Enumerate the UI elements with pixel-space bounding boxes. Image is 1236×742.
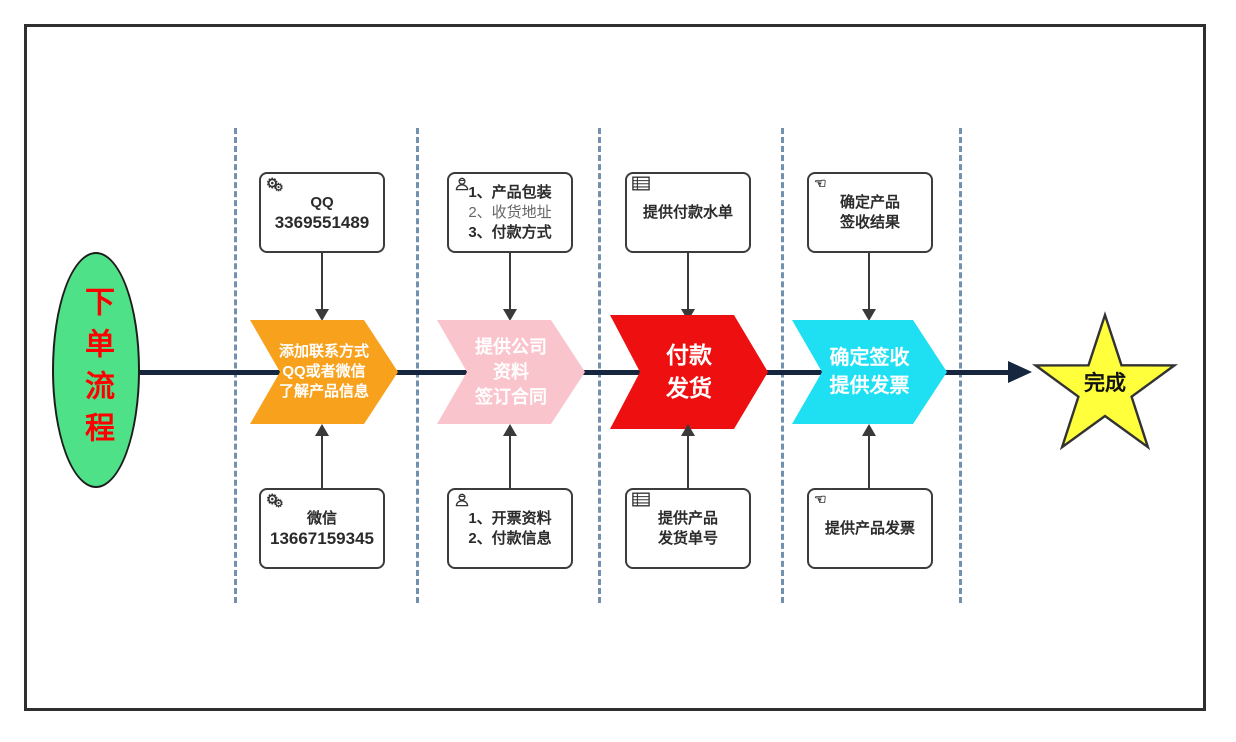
order-info-box: 1、产品包装 2、收货地址 3、付款方式 [447, 172, 573, 253]
qq-contact-box: ⚙⚙ QQ 3369551489 [259, 172, 385, 253]
divider-line [598, 128, 601, 603]
star-icon [1031, 311, 1179, 451]
chevron-step-invoice: 确定签收 提供发票 [792, 320, 947, 424]
arrow-up-icon [503, 424, 517, 436]
arrow-up-icon [862, 424, 876, 436]
connector-line [509, 436, 511, 488]
box-line: 13667159345 [269, 528, 374, 548]
connector-line [509, 253, 511, 311]
connector-line [687, 436, 689, 488]
connector-line [321, 436, 323, 488]
chevron-label-line: 添加联系方式 [278, 343, 369, 360]
chevron-label-line: 了解产品信息 [278, 383, 369, 400]
box-line: 签收结果 [839, 213, 900, 231]
arrow-down-icon [862, 309, 876, 321]
chevron-label-line: QQ或者微信 [282, 363, 366, 380]
chevron-step-payment: 付款 发货 [610, 315, 768, 429]
connector-line [687, 253, 689, 311]
divider-line [959, 128, 962, 603]
connector-line [868, 436, 870, 488]
box-line: 提供产品 [657, 509, 718, 527]
connector-line [321, 253, 323, 311]
arrow-down-icon [503, 309, 517, 321]
box-line: 微信 [306, 509, 337, 527]
box-line: 3、付款方式 [468, 223, 552, 241]
start-node: 下单流程 [52, 252, 140, 488]
hand-icon: ☜ [814, 175, 827, 191]
hand-icon: ☜ [814, 491, 827, 507]
chevron-label-line: 付款 [666, 342, 712, 368]
box-line: 确定产品 [839, 193, 900, 211]
worker-icon [454, 176, 470, 192]
product-invoice-box: ☜ 提供产品发票 [807, 488, 933, 569]
box-line: 提供付款水单 [642, 203, 733, 221]
box-line: 发货单号 [657, 529, 718, 547]
billing-info-box: 1、开票资料 2、付款信息 [447, 488, 573, 569]
box-line: 1、开票资料 [468, 509, 552, 527]
box-line: QQ [310, 193, 334, 211]
divider-line [416, 128, 419, 603]
worker-icon [454, 492, 470, 508]
box-line: 1、产品包装 [468, 183, 552, 201]
box-line: 2、付款信息 [468, 529, 552, 547]
box-line: 提供产品发票 [824, 519, 915, 537]
gears-icon: ⚙⚙ [266, 175, 284, 194]
diagram-title: 下单流程 [80, 286, 113, 454]
chevron-label-line: 资料 [493, 361, 529, 382]
finish-star [1031, 311, 1179, 451]
payment-slip-box: 提供付款水单 [625, 172, 751, 253]
divider-line [234, 128, 237, 603]
flow-arrowhead-icon [1008, 361, 1032, 383]
chevron-label-line: 提供发票 [829, 375, 910, 397]
divider-line [781, 128, 784, 603]
chevron-label-line: 签订合同 [475, 386, 547, 407]
sign-result-box: ☜ 确定产品 签收结果 [807, 172, 933, 253]
table-icon [632, 492, 650, 507]
chevron-step-contact: 添加联系方式 QQ或者微信 了解产品信息 [250, 320, 398, 424]
arrow-up-icon [681, 424, 695, 436]
connector-line [868, 253, 870, 311]
arrow-down-icon [315, 309, 329, 321]
table-icon [632, 176, 650, 191]
box-line: 2、收货地址 [468, 203, 552, 221]
chevron-label-line: 确定签收 [829, 347, 910, 369]
shipping-number-box: 提供产品 发货单号 [625, 488, 751, 569]
box-line: 3369551489 [274, 212, 370, 232]
finish-label: 完成 [1084, 372, 1126, 395]
chevron-label-line: 发货 [666, 375, 712, 401]
wechat-contact-box: ⚙⚙ 微信 13667159345 [259, 488, 385, 569]
gears-icon: ⚙⚙ [266, 491, 284, 510]
arrow-up-icon [315, 424, 329, 436]
chevron-label-line: 提供公司 [475, 336, 547, 357]
